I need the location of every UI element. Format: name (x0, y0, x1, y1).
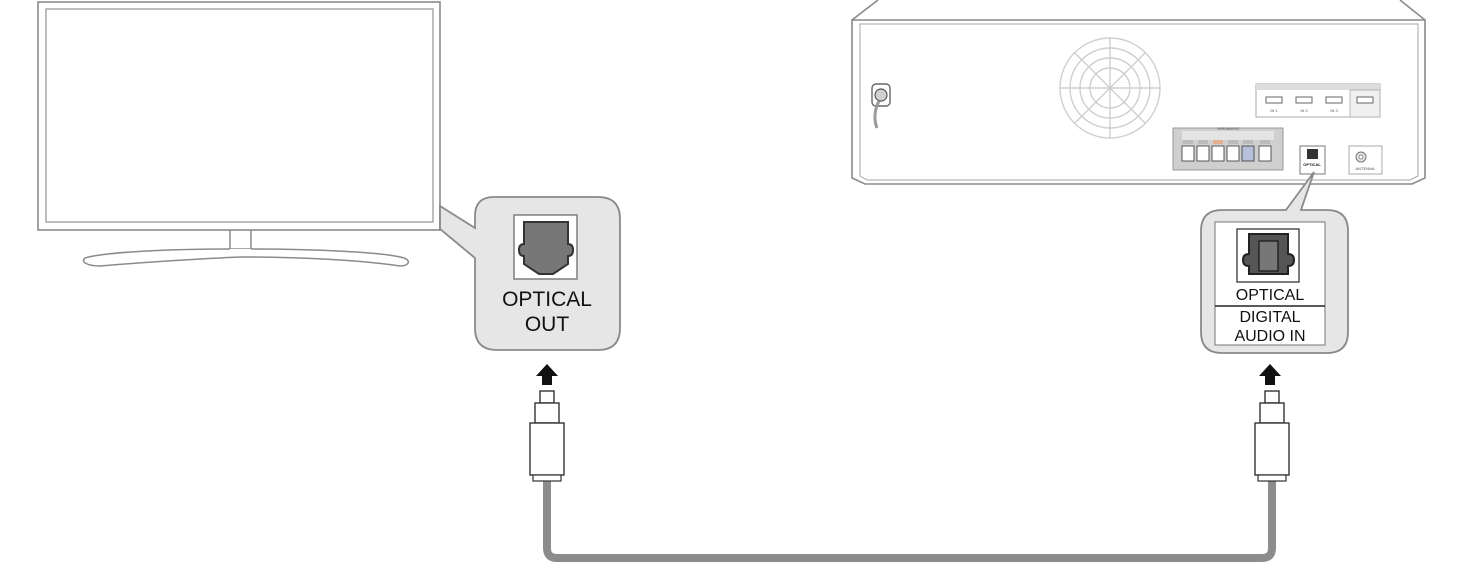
power-cord-icon (871, 83, 891, 129)
hdmi-in2-label: IN 2 (1300, 108, 1308, 113)
receiver-port-label: OPTICAL (1236, 287, 1305, 304)
arrow-up-icon-right (1259, 364, 1281, 385)
arrow-up-icon (536, 364, 558, 385)
optical-cable (543, 480, 1276, 562)
hdmi-input-panel: IN 1 IN 2 IN 3 (1255, 83, 1381, 118)
receiver-optical-port: OPTICAL (1299, 145, 1326, 175)
antenna-label: ANTENNA (1355, 166, 1374, 171)
optical-plug-icon (529, 390, 565, 482)
antenna-jack: ANTENNA (1348, 145, 1383, 175)
fan-grille-icon (1059, 37, 1161, 139)
receiver-input-label-line2: AUDIO IN (1234, 328, 1305, 345)
speaker-terminals-panel: SPEAKERS (1172, 126, 1284, 171)
speakers-label: SPEAKERS (1217, 126, 1239, 131)
tv-port-label-line1: OPTICAL (502, 288, 592, 311)
hdmi-in1-label: IN 1 (1270, 108, 1278, 113)
receiver-input-label-line1: DIGITAL (1239, 309, 1300, 326)
hdmi-in3-label: IN 3 (1330, 108, 1338, 113)
receiver-icon: IN 1 IN 2 IN 3 SPEAKERS OPTICAL (851, 0, 1426, 185)
receiver-optical-in-callout: OPTICAL DIGITAL AUDIO IN (1200, 171, 1349, 354)
tv-icon (37, 1, 441, 267)
tv-optical-out-callout: OPTICAL OUT (439, 196, 621, 351)
tv-port-label-line2: OUT (525, 313, 570, 336)
optical-plug-icon-right (1254, 390, 1290, 482)
receiver-optical-tag: OPTICAL (1303, 162, 1321, 167)
